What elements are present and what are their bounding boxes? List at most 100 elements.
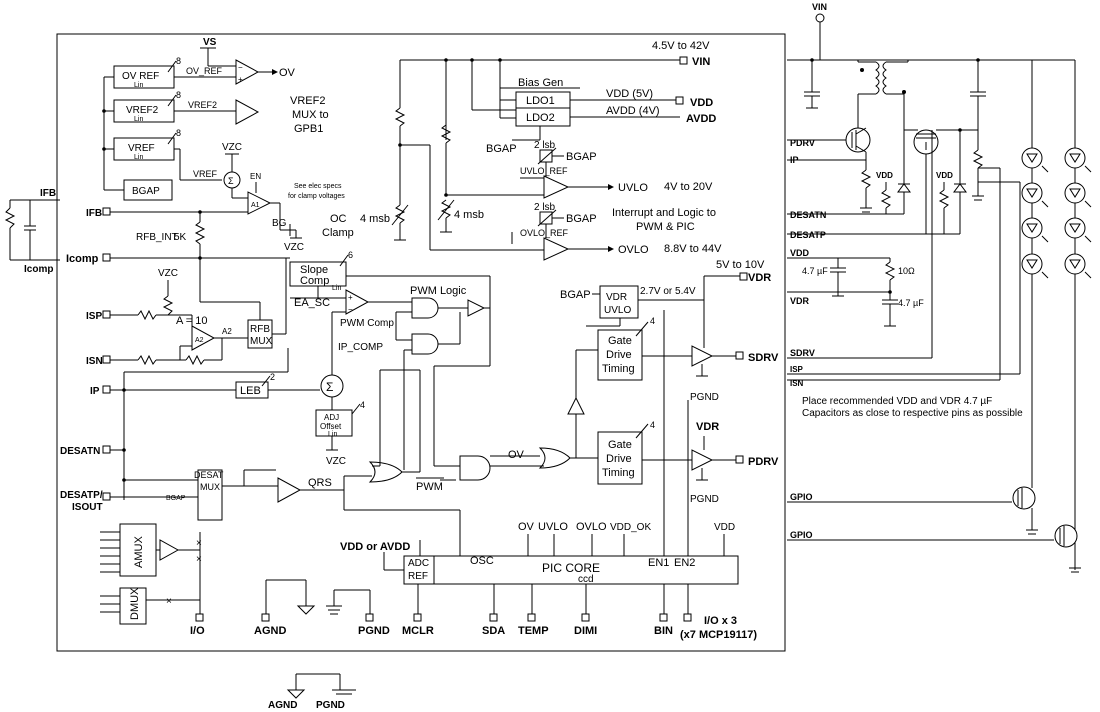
en2-label: EN2 [674, 557, 695, 569]
vdr-uvlo-label-2: UVLO [604, 305, 631, 316]
vdr-pin[interactable] [739, 272, 748, 281]
svg-text:−: − [238, 63, 243, 72]
vin-pin[interactable] [679, 56, 688, 65]
slope-comp-block [289, 261, 347, 287]
svg-text:+: + [238, 75, 243, 84]
vdd-pin[interactable] [675, 96, 684, 105]
vzc-clamp-label: VZC [284, 242, 304, 253]
dimi-pin[interactable] [581, 613, 590, 622]
io-x3-label: I/O x 3 [704, 615, 737, 627]
bin-pin-label: BIN [654, 625, 673, 637]
sum-symbol: Σ [228, 176, 234, 186]
a1-amp [247, 191, 272, 215]
dmux-label: DMUX [129, 587, 141, 620]
vref-bits: 8 [176, 128, 181, 138]
ov-ref-signal: OV_REF [186, 66, 223, 76]
ifb-pin[interactable] [102, 207, 111, 216]
ov-ref-label: OV REF [122, 71, 159, 82]
v5-10-label: 5V to 10V [716, 259, 765, 271]
ext-isn-label: ISN [790, 379, 804, 388]
ov-ref-bits: 8 [176, 56, 181, 66]
isp-resistor [137, 309, 157, 321]
en-label: EN [250, 172, 261, 181]
adj-offset-block [315, 409, 353, 437]
io-pin[interactable] [195, 613, 204, 622]
vin-divider-2 [440, 124, 452, 144]
vin-pin-label: VIN [692, 56, 710, 68]
led-array [1021, 147, 1092, 279]
agnd-pin[interactable] [261, 613, 270, 622]
gd2-bits: 4 [650, 420, 655, 430]
ip-comp-label: IP_COMP [338, 342, 383, 353]
isp-pin[interactable] [102, 310, 111, 319]
pgnd-pin[interactable] [365, 613, 374, 622]
icomp-pin[interactable] [102, 253, 111, 262]
gd2-label-1: Gate [608, 439, 632, 451]
adc-label: ADC [408, 558, 429, 569]
dimi-pin-label: DIMI [574, 625, 597, 637]
transformer-secondary [882, 61, 887, 95]
vref-signal: VREF [193, 169, 218, 179]
ip-pin[interactable] [102, 385, 111, 394]
uvlo-top-label: UVLO [538, 521, 568, 533]
rfb-int-resistor [194, 221, 206, 245]
pgnd-pdrv-label: PGND [690, 494, 719, 505]
ext-pdrv-label: PDRV [790, 138, 815, 148]
ldo1-label: LDO1 [526, 95, 555, 107]
pwm-and-2 [411, 333, 439, 355]
msb-label-2: 4 msb [454, 209, 484, 221]
avdd-4v-label: AVDD (4V) [606, 105, 660, 117]
gd2-label-3: Timing [602, 467, 635, 479]
sdrv-driver [691, 345, 714, 367]
pdrv-pin[interactable] [735, 455, 744, 464]
qrs-label: QRS [308, 477, 332, 489]
bgap-vdr-label: BGAP [560, 289, 591, 301]
temp-pin[interactable] [527, 613, 536, 622]
isn-resistor [137, 354, 157, 366]
sda-pin-label: SDA [482, 625, 505, 637]
ip-sum-symbol: Σ [326, 380, 333, 394]
a2-out-label: A2 [222, 327, 232, 336]
ip-pin-label: IP [90, 386, 100, 397]
msb-label-1: 4 msb [360, 213, 390, 225]
mclr-pin[interactable] [413, 613, 422, 622]
ext-vdr-label: VDR [790, 296, 810, 306]
elec-specs-2: for clamp voltages [288, 193, 345, 200]
ovlo-range-label: 8.8V to 44V [664, 243, 722, 255]
desatp-pin[interactable] [102, 492, 111, 501]
ref-label: REF [408, 571, 428, 582]
agnd-pin-label: AGND [254, 625, 286, 637]
desatn-pin[interactable] [102, 445, 111, 454]
vdd-ok-label: VDD_OK [610, 522, 651, 533]
vin-terminal [815, 13, 825, 23]
ext-desatn-label: DESATN [790, 210, 826, 220]
vdr-pdrv-label: VDR [696, 421, 719, 433]
en1-label: EN1 [648, 557, 669, 569]
two-lsb-label-1: 2 lsb [534, 140, 556, 151]
bgap-block [123, 179, 173, 201]
isn-pin[interactable] [102, 355, 111, 364]
ov-gate-label: OV [508, 449, 525, 461]
bgap-block-label: BGAP [132, 186, 160, 197]
vzc-offset-label: VZC [326, 456, 346, 467]
pwm-buffer [467, 299, 486, 317]
pwm-logic-label: PWM Logic [410, 285, 467, 297]
bin-pin[interactable] [659, 613, 668, 622]
ifb-pin-label: IFB [86, 208, 102, 219]
svg-text:×: × [166, 596, 172, 607]
ov-comparator [235, 59, 260, 85]
sda-pin[interactable] [489, 613, 498, 622]
pic-core-block [433, 555, 739, 585]
slope-comp-label-2: Comp [300, 275, 329, 287]
amux-block [119, 523, 157, 577]
io-x3-pin[interactable] [683, 613, 692, 622]
qrs-or-gate [368, 461, 403, 483]
sdrv-pin[interactable] [735, 351, 744, 360]
note-line-1: Place recommended VDD and VDR 4.7 µF [802, 396, 992, 407]
vref2-signal: VREF2 [188, 100, 217, 110]
pwm-and-1 [411, 297, 439, 319]
vdr-uvlo-block [599, 285, 639, 319]
ext-vdd-1-label: VDD [876, 171, 893, 180]
svg-text:−: − [348, 305, 353, 314]
mclr-pin-label: MCLR [402, 625, 434, 637]
